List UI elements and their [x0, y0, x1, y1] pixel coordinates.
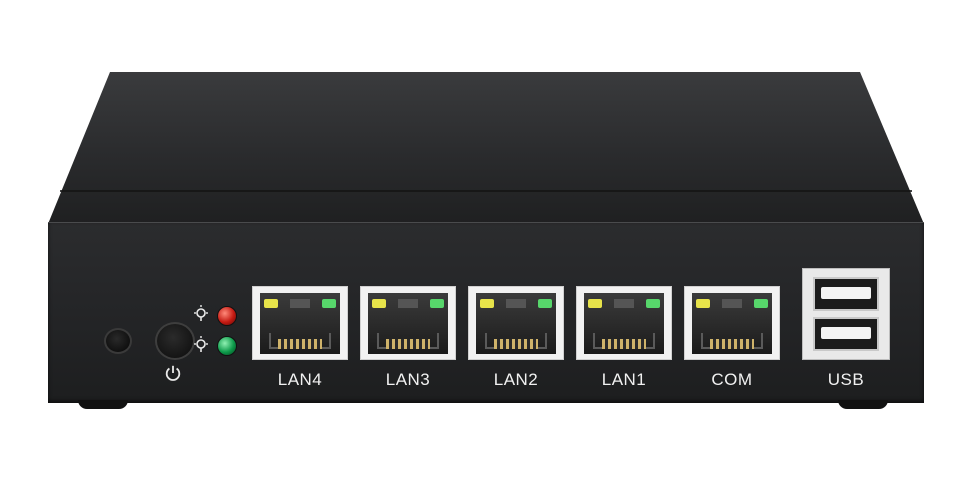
top-seam	[60, 190, 912, 192]
ethernet-port-lan1[interactable]	[576, 286, 672, 360]
port-label-com: COM	[711, 370, 753, 389]
status-led-red	[217, 306, 237, 326]
rubber-foot-left	[78, 400, 128, 409]
device-top-panel	[48, 72, 924, 224]
rubber-foot-right	[838, 400, 888, 409]
status-led-green	[217, 336, 237, 356]
power-icon	[165, 365, 181, 381]
status-light-icon	[194, 336, 208, 352]
power-button[interactable]	[155, 322, 195, 360]
port-label-lan4: LAN4	[277, 370, 323, 389]
usb-port-stack	[802, 268, 890, 360]
port-label-usb: USB	[827, 370, 865, 389]
port-label-lan3: LAN3	[385, 370, 431, 389]
ethernet-port-lan4[interactable]	[252, 286, 348, 360]
usb-port-bottom[interactable]	[813, 317, 879, 351]
usb-port-top[interactable]	[813, 277, 879, 311]
status-light-icon	[194, 305, 208, 321]
com-port[interactable]	[684, 286, 780, 360]
ethernet-port-lan2[interactable]	[468, 286, 564, 360]
reset-button[interactable]	[104, 328, 132, 354]
port-label-lan2: LAN2	[493, 370, 539, 389]
ethernet-port-lan3[interactable]	[360, 286, 456, 360]
port-label-lan1: LAN1	[601, 370, 647, 389]
